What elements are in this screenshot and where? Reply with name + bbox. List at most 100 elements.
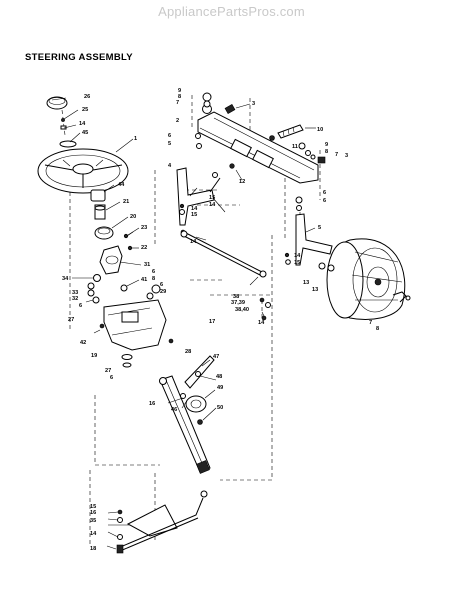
callout-label: 49 — [217, 385, 223, 391]
callout-label: 34 — [62, 276, 69, 282]
screw-15 — [117, 509, 123, 515]
callout-label: 44 — [118, 182, 125, 188]
callout-label: 6 — [323, 198, 326, 204]
callout-label: 14 — [258, 320, 265, 326]
callout-label: 8 — [325, 149, 328, 155]
screw-14 — [179, 203, 185, 209]
callout-label: 9 — [178, 88, 181, 94]
tie-rod-assembly — [180, 230, 271, 321]
callout-label: 12 — [239, 179, 245, 185]
bushing-6 — [195, 133, 201, 139]
upper-shaft-parts — [87, 189, 134, 304]
callout-label: 15 — [90, 504, 96, 510]
washer-6 — [92, 296, 100, 304]
screw-25 — [61, 118, 65, 122]
callout-label: 37,39 — [231, 300, 245, 306]
gear-pivot-parts — [180, 355, 215, 425]
washer-32 — [87, 289, 95, 297]
bolt-50 — [197, 419, 203, 425]
callout-label: 14 — [294, 253, 301, 259]
callout-label: 8 — [376, 326, 379, 332]
callout-label: 27 — [68, 317, 74, 323]
callout-label: 14 — [79, 121, 86, 127]
cover-45 — [59, 140, 77, 148]
steering-bracket — [93, 284, 174, 368]
right-spindle-5 — [284, 196, 333, 266]
callout-label: 41 — [141, 277, 147, 283]
nut-28 — [168, 338, 174, 344]
washer-13b — [327, 264, 335, 272]
callout-label: 3 — [345, 153, 348, 159]
callout-label: 27 — [105, 368, 111, 374]
callout-label: 6 — [110, 375, 113, 381]
bearing-20 — [94, 226, 114, 240]
callout-label: 15 — [294, 260, 300, 266]
bushing-48 — [195, 371, 201, 377]
callout-label: 14 — [90, 531, 97, 537]
callout-label: 22 — [141, 245, 147, 251]
callout-label: 14 — [209, 202, 216, 208]
page-title: STEERING ASSEMBLY — [25, 52, 133, 63]
callout-label: 31 — [144, 262, 150, 268]
nut-12 — [229, 163, 235, 169]
washer-16 — [117, 517, 123, 523]
callout-label: 10 — [317, 127, 323, 133]
washer-14b — [117, 534, 123, 540]
callout-label: 14 — [190, 239, 197, 245]
nut-6 — [269, 135, 275, 141]
callout-label: 8 — [178, 94, 181, 100]
callout-label: 38 — [233, 294, 239, 300]
callout-label: 16 — [90, 510, 96, 516]
callout-label: 6 — [152, 269, 155, 275]
callout-label: 6 — [160, 282, 163, 288]
callout-label: 8 — [152, 276, 155, 282]
cap-9 — [202, 92, 212, 102]
steering-wheel-group — [37, 96, 129, 194]
front-axle — [195, 92, 326, 184]
washer-33 — [87, 282, 95, 290]
callout-label: 6 — [168, 133, 171, 139]
callout-label: 25 — [82, 107, 88, 113]
bolt-18 — [116, 544, 124, 554]
leader-lines — [51, 97, 316, 550]
callout-label: 33 — [72, 290, 78, 296]
callout-label: 48 — [216, 374, 222, 380]
callout-label: 9 — [325, 142, 328, 148]
callout-label: 47 — [213, 354, 219, 360]
callout-label: 28 — [185, 349, 191, 355]
callout-label: 14 — [191, 206, 198, 212]
callout-label: 5 — [168, 141, 171, 147]
callout-label: 7 — [335, 152, 338, 158]
callout-label: 32 — [72, 296, 78, 302]
callout-label: 5 — [318, 225, 321, 231]
callout-label: 1 — [134, 136, 137, 142]
callout-label: 7 — [176, 100, 179, 106]
axle-beam-2 — [197, 111, 319, 184]
callout-label: 6 — [323, 190, 326, 196]
callout-label: 7 — [369, 320, 372, 326]
pinion-41 — [120, 284, 128, 292]
callout-label: 23 — [141, 225, 147, 231]
screw-23 — [123, 233, 129, 239]
washer-8 — [146, 292, 154, 300]
callout-label: 3 — [252, 101, 255, 107]
collar-29 — [151, 284, 161, 294]
washer-27b — [121, 354, 133, 360]
left-spindle-4 — [176, 167, 221, 235]
washer-6b — [122, 362, 132, 368]
bracket-19 — [103, 299, 167, 351]
drag-link-assembly — [116, 490, 208, 554]
front-wheel-tire — [318, 238, 411, 320]
callout-label: 13 — [303, 280, 309, 286]
callout-label: 29 — [160, 289, 166, 295]
bushing-21 — [94, 204, 106, 220]
washer-8 — [310, 154, 316, 160]
spacer-46 — [180, 393, 186, 399]
washer-9 — [305, 150, 311, 156]
bushing-34 — [93, 274, 101, 282]
watermark: AppliancePartsPros.com — [158, 4, 305, 19]
washer-6c — [295, 196, 303, 204]
callout-label: 15 — [209, 195, 215, 201]
steering-gear-31 — [99, 245, 123, 275]
